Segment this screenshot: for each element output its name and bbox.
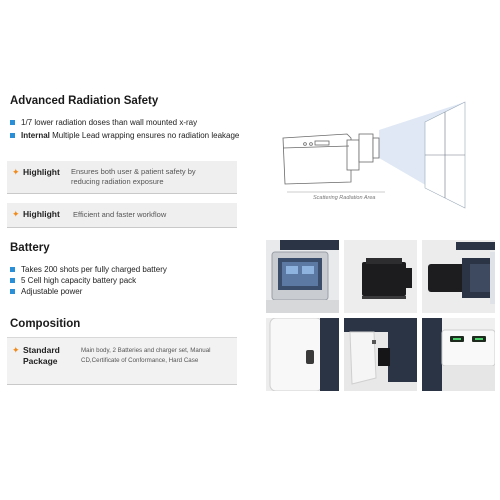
photo-device-side bbox=[422, 240, 495, 313]
battery-bullet-list: Takes 200 shots per fully charged batter… bbox=[9, 264, 244, 297]
radiation-bullet-list: 1/7 lower radiation doses than wall moun… bbox=[9, 117, 244, 141]
photo-device-body-graphic bbox=[266, 318, 339, 391]
photo-device-handle-graphic bbox=[344, 318, 417, 391]
star-icon: ✦ bbox=[12, 167, 20, 177]
highlight-text: Efficient and faster workflow bbox=[73, 210, 167, 219]
highlight-band: ✦ Highlight Ensures both user & patient … bbox=[7, 161, 237, 194]
composition-label-line1: Standard bbox=[23, 345, 60, 355]
photo-device-body bbox=[266, 318, 339, 391]
diagram-caption: Scattering Radiation Area bbox=[313, 195, 376, 201]
device-outline-icon bbox=[282, 133, 380, 185]
bullet-square-icon bbox=[10, 133, 15, 138]
bullet-text: Takes 200 shots per fully charged batter… bbox=[21, 265, 167, 274]
list-item: 1/7 lower radiation doses than wall moun… bbox=[9, 117, 244, 128]
highlight-label: Highlight bbox=[23, 167, 60, 177]
bullet-text: Adjustable power bbox=[21, 287, 83, 296]
star-icon: ✦ bbox=[12, 209, 20, 219]
composition-band: ✦ Standard Package Main body, 2 Batterie… bbox=[7, 337, 237, 385]
bullet-square-icon bbox=[10, 120, 15, 125]
bullet-square-icon bbox=[10, 278, 15, 283]
photo-touchscreen-graphic bbox=[266, 240, 339, 313]
composition-section-title: Composition bbox=[10, 318, 81, 330]
radiation-diagram-graphic bbox=[282, 101, 466, 209]
highlight-band: ✦ Highlight Efficient and faster workflo… bbox=[7, 203, 237, 228]
photo-device-side-graphic bbox=[422, 240, 495, 313]
star-icon: ✦ bbox=[12, 345, 20, 355]
highlight-text: Ensures both user & patient safety by re… bbox=[71, 167, 196, 186]
list-item: Internal Multiple Lead wrapping ensures … bbox=[9, 130, 244, 141]
composition-text: Main body, 2 Batteries and charger set, … bbox=[81, 347, 211, 364]
bullet-text: Multiple Lead wrapping ensures no radiat… bbox=[49, 131, 240, 140]
list-item: Takes 200 shots per fully charged batter… bbox=[9, 264, 244, 275]
bullet-text: 5 Cell high capacity battery pack bbox=[21, 276, 137, 285]
photo-battery-pack-graphic bbox=[344, 240, 417, 313]
radiation-section-title: Advanced Radiation Safety bbox=[10, 95, 159, 107]
list-item: Adjustable power bbox=[9, 286, 244, 297]
bullet-square-icon bbox=[10, 289, 15, 294]
photo-device-handle bbox=[344, 318, 417, 391]
battery-section-title: Battery bbox=[10, 242, 50, 254]
photo-touchscreen bbox=[266, 240, 339, 313]
photo-battery-pack bbox=[344, 240, 417, 313]
list-item: 5 Cell high capacity battery pack bbox=[9, 275, 244, 286]
bullet-bold-text: Internal bbox=[21, 131, 50, 140]
radiation-diagram: Scattering Radiation Area bbox=[275, 100, 485, 210]
highlight-label: Highlight bbox=[23, 209, 60, 219]
photo-battery-charger-graphic bbox=[422, 318, 495, 391]
composition-label-line2: Package bbox=[23, 356, 58, 366]
photo-battery-charger bbox=[422, 318, 495, 391]
bullet-square-icon bbox=[10, 267, 15, 272]
bullet-text: 1/7 lower radiation doses than wall moun… bbox=[21, 118, 198, 127]
